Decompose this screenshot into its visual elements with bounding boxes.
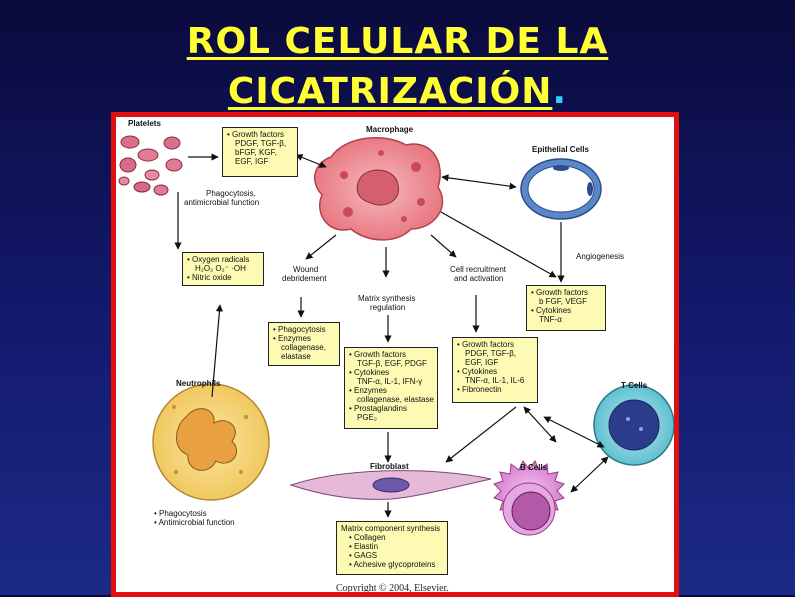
box-angiogenesis-factors: • Growth factors b FGF, VEGF • Cytokines… [526, 285, 606, 331]
platelets-illustration [118, 135, 183, 196]
box-phagocytosis-enzymes: • Phagocytosis • Enzymes collagenase, el… [268, 322, 340, 366]
box-oxygen-radicals: • Oxygen radicals H₂O₂ O₂⁻ ·OH • Nitric … [182, 252, 264, 286]
label-angiogenesis: Angiogenesis [576, 252, 625, 261]
label-regulation: regulation [370, 303, 406, 312]
box-matrix-regulation: • Growth factors TGF-β, EGF, PDGF • Cyto… [344, 347, 438, 429]
label-neutrophils: Neutrophils [176, 379, 221, 388]
label-cell-recruitment: Cell recruitment [450, 265, 507, 274]
arrow-macrophage-epithelial [441, 174, 517, 190]
label-wound: Wound [293, 265, 319, 274]
arrow-wound-debridement [305, 234, 337, 260]
label-phagocytosis-1: Phagocytosis, [206, 189, 256, 198]
macrophage-illustration [313, 136, 444, 241]
label-fibroblast: Fibroblast [370, 462, 409, 471]
copyright-notice: Copyright © 2004, Elsevier. [336, 583, 449, 594]
box-platelet-growth-factors: • Growth factors PDGF, TGF-β, bFGF, KGF,… [222, 127, 298, 177]
arrow-macrophage-angio [440, 211, 557, 278]
label-epithelial-cells: Epithelial Cells [532, 145, 589, 154]
label-matrix-synthesis: Matrix synthesis [358, 294, 416, 303]
arrow-cell-recruitment [430, 234, 457, 258]
label-phagocytosis-2: antimicrobial function [184, 198, 260, 207]
label-activation: and activation [454, 274, 504, 283]
b-cell-illustration [493, 460, 565, 536]
neutrophil-function-2: • Antimicrobial function [154, 518, 235, 527]
label-macrophage: Macrophage [366, 125, 414, 134]
arrow-recruit-bcell [523, 406, 557, 443]
t-cell-illustration [593, 384, 674, 466]
epithelial-cells-illustration [520, 158, 602, 220]
label-b-cells: B Cells [520, 463, 548, 472]
slide-title-line-2: CICATRIZACIÓN. [227, 71, 568, 112]
wound-healing-diagram: Platelets Macrophage Epithelial Cells Ne… [111, 112, 679, 597]
label-debridement: debridement [282, 274, 327, 283]
label-t-cells: T Cells [621, 381, 648, 390]
arrow-bcell-tcell [570, 456, 609, 493]
arrow-recruit-tcell [543, 416, 605, 448]
diagram-graphics [118, 135, 674, 536]
box-cell-recruitment: • Growth factors PDGF, TGF-β, EGF, IGF •… [452, 337, 538, 403]
neutrophil-function-1: • Phagocytosis [154, 509, 207, 518]
box-matrix-component-synthesis: Matrix component synthesis • Collagen • … [336, 521, 448, 575]
arrow-recruit-fibroblast [445, 406, 517, 463]
neutrophil-illustration [152, 383, 270, 501]
slide-title-line-1: ROL CELULAR DE LA [186, 21, 609, 62]
label-platelets: Platelets [128, 119, 161, 128]
arrow-growth-macrophage [295, 154, 327, 168]
fibroblast-illustration [289, 470, 492, 500]
arrow-neutrophil-oxygen [211, 304, 224, 398]
